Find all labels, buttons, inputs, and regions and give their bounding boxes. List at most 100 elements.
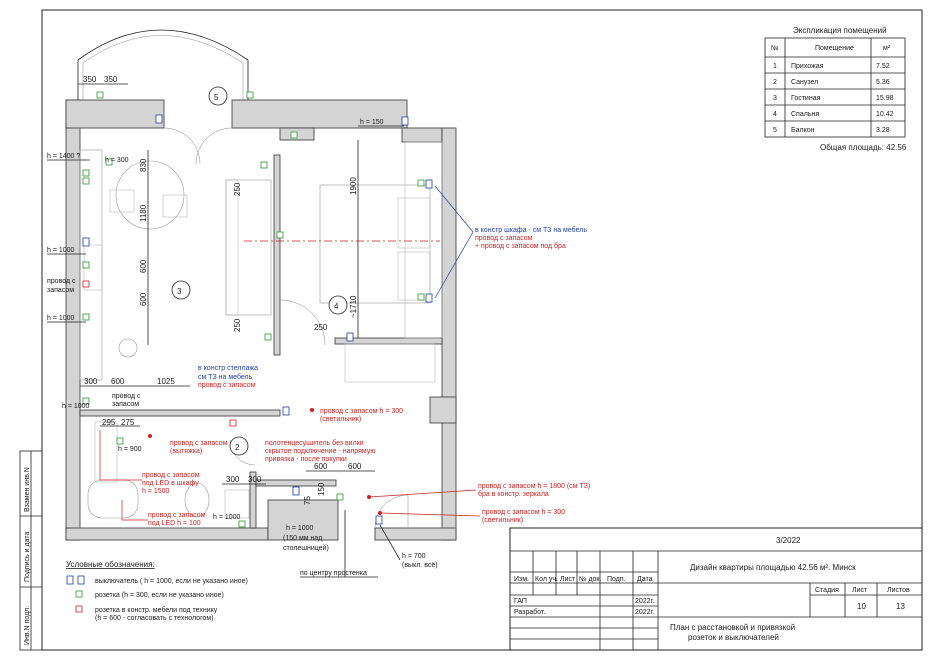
legend-title: Условные обозначения: — [66, 560, 155, 569]
h-1000c: h = 1000 — [62, 403, 90, 410]
h-150: h = 150 — [360, 119, 384, 126]
dim-1710: ~1710 — [349, 295, 358, 318]
stamp-gap: ГАП — [514, 598, 527, 605]
partition-bathroom — [79, 409, 281, 417]
dim-250a: 250 — [233, 182, 242, 196]
socket-icon — [417, 293, 425, 301]
socket-icon — [417, 179, 425, 187]
hood-note-1: провод с запасом — [170, 440, 228, 447]
lamp-note-3: провод с запасом h = 300 — [482, 509, 565, 516]
stamp-code: 3/2022 — [776, 536, 801, 545]
led-note-4: провод с запасом — [148, 512, 206, 519]
table-row-name: Санузел — [791, 79, 818, 86]
table-row-name: Гостиная — [791, 95, 821, 102]
stamp-dev: Разработ. — [514, 608, 545, 616]
stamp-col-izm: Изм. — [514, 576, 529, 583]
wall-bottom-left — [65, 527, 269, 541]
hood-note-2: (вытяжка) — [170, 448, 202, 455]
dim-300a: 300 — [84, 377, 98, 386]
table-row-area: 15.98 — [876, 95, 894, 102]
lamp-note-2: (светильник) — [320, 416, 361, 423]
dim-600d: 600 — [314, 462, 328, 471]
switch-icon — [346, 332, 354, 342]
socket-icon — [105, 158, 113, 166]
wall-right — [441, 127, 457, 541]
socket-icon — [116, 437, 124, 445]
h-1000d: h = 1000 — [213, 514, 241, 521]
table-row-area: 3.28 — [876, 127, 890, 134]
switch-icon — [425, 293, 433, 303]
dimensions: 350 350 830 1180 600 600 250 250 1900 ~1… — [78, 75, 375, 505]
socket-icon — [276, 231, 284, 239]
led-note-1: провод с запасом — [142, 472, 200, 479]
explication-total: Общая площадь: 42.56 — [820, 143, 907, 152]
stamp-subtitle-2: розеток и выключателей — [688, 633, 779, 642]
dim-600c: 600 — [111, 377, 125, 386]
title-block: 3/2022 Дизайн квартиры площадью 42.56 м²… — [509, 527, 923, 651]
side-label-sign: Подпись и дата — [24, 532, 31, 582]
annotation-notes: в констр стеллажа см ТЗ на мебель провод… — [99, 185, 590, 527]
dim-300b: 300 — [226, 475, 240, 484]
socket-icon — [336, 493, 344, 501]
dim-295: 295 — [102, 418, 116, 427]
socket-icon — [238, 520, 246, 528]
h-1000a: h = 1000 — [47, 247, 75, 254]
table-row-n: 2 — [773, 79, 777, 86]
center-note: по центру простенка — [300, 570, 367, 577]
dim-1025: 1025 — [157, 377, 175, 386]
legend-switch: выключатель ( h = 1000, если не указано … — [95, 578, 248, 585]
switch-icon — [292, 486, 300, 496]
furniture-socket-icon — [75, 605, 83, 613]
lamp-note-1: провод с запасом h = 300 — [320, 408, 403, 415]
dryer-note-3: привязка - после покупки — [265, 456, 347, 463]
wall-top-right — [231, 99, 408, 129]
h-900: h = 900 — [118, 446, 142, 453]
stamp-col-date: Дата — [637, 576, 653, 583]
socket-icon — [96, 91, 104, 99]
legend-furniture-1: розетка в констр. мебели под технику — [95, 606, 218, 614]
partition-living-bedroom — [273, 154, 281, 356]
cable-note-1b: запасом — [47, 287, 74, 294]
room-4-label: 4 — [334, 302, 339, 311]
h-300: h = 300 — [105, 157, 129, 164]
socket-icon — [264, 333, 272, 341]
floor-plan — [65, 29, 457, 541]
table-row-area: 5.36 — [876, 79, 890, 86]
stamp-stage: Стадия — [815, 587, 839, 594]
stamp-dev-date: 2022г. — [635, 609, 654, 616]
switch-icon — [375, 515, 383, 525]
stamp-sheets: Листов — [887, 587, 910, 594]
electrical-symbols — [82, 91, 433, 528]
furniture-socket-icon — [82, 280, 90, 288]
stamp-col-doc: № док. — [579, 576, 601, 583]
socket-icon — [82, 261, 90, 269]
room-3-label: 3 — [177, 287, 182, 296]
h-1400: h = 1400 ? — [47, 153, 80, 160]
h-1000e-2: (150 мм над — [283, 535, 322, 542]
room-5-label: 5 — [214, 93, 219, 102]
balcony-arch — [77, 29, 249, 100]
stamp-subtitle-1: План с расстановкой и привязкой — [670, 623, 795, 632]
switch-icon — [77, 575, 85, 585]
dim-250c: 250 — [314, 323, 328, 332]
wardrobe-note-3: + провод с запасом под бра — [475, 242, 566, 250]
stamp-col-sign: Подп. — [607, 576, 626, 583]
h-700b: (выкл. всё) — [402, 562, 438, 569]
table-row-n: 5 — [773, 127, 777, 134]
h-1000e: h = 1000 — [286, 525, 314, 532]
explication-header-room: Помещение — [815, 45, 854, 52]
stamp-col-list: Лист — [560, 576, 576, 583]
h-700: h = 700 — [402, 553, 426, 560]
stamp-sheet-number: 10 — [857, 602, 866, 611]
mirror-note-1: провод с запасом h = 1800 (см ТЗ) — [478, 483, 590, 490]
table-row-area: 10.42 — [876, 111, 894, 118]
table-row-n: 3 — [773, 95, 777, 102]
switch-icon — [401, 116, 409, 126]
dim-250b: 250 — [233, 318, 242, 332]
rack-note-2: см ТЗ на мебель — [198, 373, 253, 381]
dim-350b: 350 — [104, 75, 118, 84]
table-row-name: Балкон — [791, 127, 815, 134]
table-row-name: Прихожая — [791, 63, 824, 70]
h-1000b: h = 1000 — [47, 315, 75, 322]
